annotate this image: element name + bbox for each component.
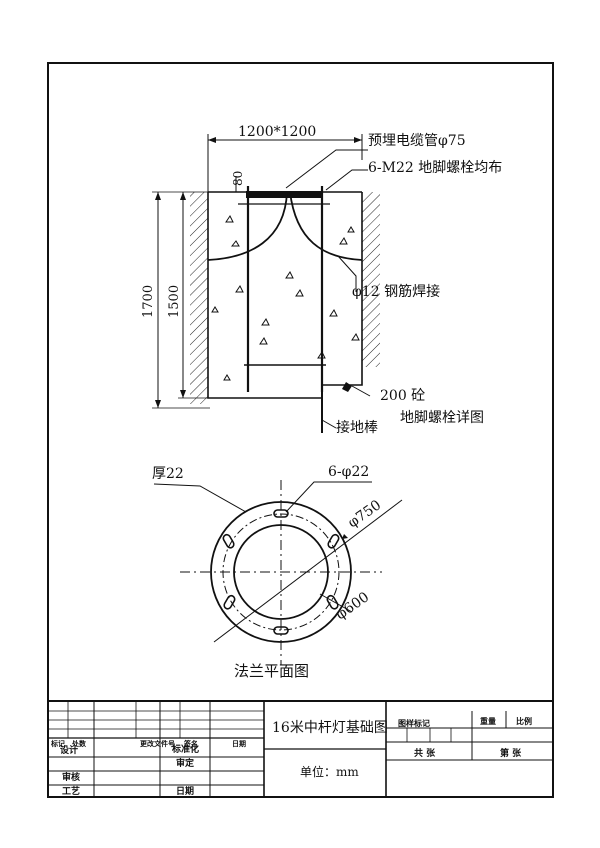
tb-weight: 重量 <box>480 716 496 726</box>
bolt-holes <box>222 509 340 635</box>
flange-plan: 厚22 6-φ22 φ750 φ600 法兰平面图 <box>152 464 403 680</box>
label-inner-dia: φ600 <box>333 589 372 623</box>
title-block-text: 标记 处数 更改文件号 签名 日期 设计 标准化 审核 审定 工艺 日期 16米… <box>50 716 532 797</box>
dim-top-size: 1200*1200 <box>238 124 316 140</box>
tb-standardize: 标准化 <box>171 743 199 755</box>
tb-small-1: 标记 <box>50 739 65 748</box>
tb-review: 审核 <box>62 771 80 783</box>
label-bolt-detail: 地脚螺栓详图 <box>400 410 484 426</box>
tb-small-4: 签名 <box>183 739 198 748</box>
flange-outer-ring <box>210 501 352 643</box>
flange-title: 法兰平面图 <box>234 662 309 680</box>
tb-drawing-title: 16米中杆灯基础图 <box>272 719 388 736</box>
label-flange-holes: 6-φ22 <box>328 464 369 480</box>
label-gravel: 200 砼 <box>380 388 425 404</box>
label-anchor-bolts: 6-M22 地脚螺栓均布 <box>368 160 502 176</box>
label-cable-pipe: 预埋电缆管φ75 <box>368 133 466 149</box>
tb-total: 共 张 <box>414 747 436 759</box>
tb-small-5: 日期 <box>232 739 246 748</box>
label-outer-dia: φ750 <box>345 497 384 531</box>
soil-hatch-left <box>190 192 208 404</box>
soil-hatch-right <box>362 192 380 367</box>
label-flange-thickness: 厚22 <box>152 466 184 482</box>
label-ground-rod: 接地棒 <box>336 419 378 436</box>
tb-check: 审定 <box>176 757 195 769</box>
tb-unit: 单位：mm <box>300 764 359 779</box>
dim-1700: 1700 <box>141 285 156 318</box>
cable-pipe-right <box>289 191 363 261</box>
tb-scale: 比例 <box>516 716 532 726</box>
dim-1500: 1500 <box>167 285 182 318</box>
label-rebar-weld: φ12 钢筋焊接 <box>352 283 440 300</box>
flange-plate <box>246 191 322 198</box>
tb-mark: 图样标记 <box>398 718 430 728</box>
tb-small-2: 处数 <box>71 739 87 748</box>
dim-80: 80 <box>231 171 245 186</box>
tb-date: 日期 <box>176 785 194 797</box>
tb-sheet: 第 张 <box>500 747 522 759</box>
foundation-outline <box>207 192 363 399</box>
foundation-section: 1200*1200 80 1700 1500 预埋电缆管φ75 6-M22 地脚… <box>141 124 502 436</box>
flange-inner-ring <box>233 524 329 620</box>
tb-design: 设计 <box>60 744 78 756</box>
tb-small-3: 更改文件号 <box>140 739 175 748</box>
title-block <box>47 700 554 798</box>
cable-pipe-left <box>207 191 288 261</box>
concrete-marks <box>211 215 360 381</box>
tb-process: 工艺 <box>62 785 80 797</box>
